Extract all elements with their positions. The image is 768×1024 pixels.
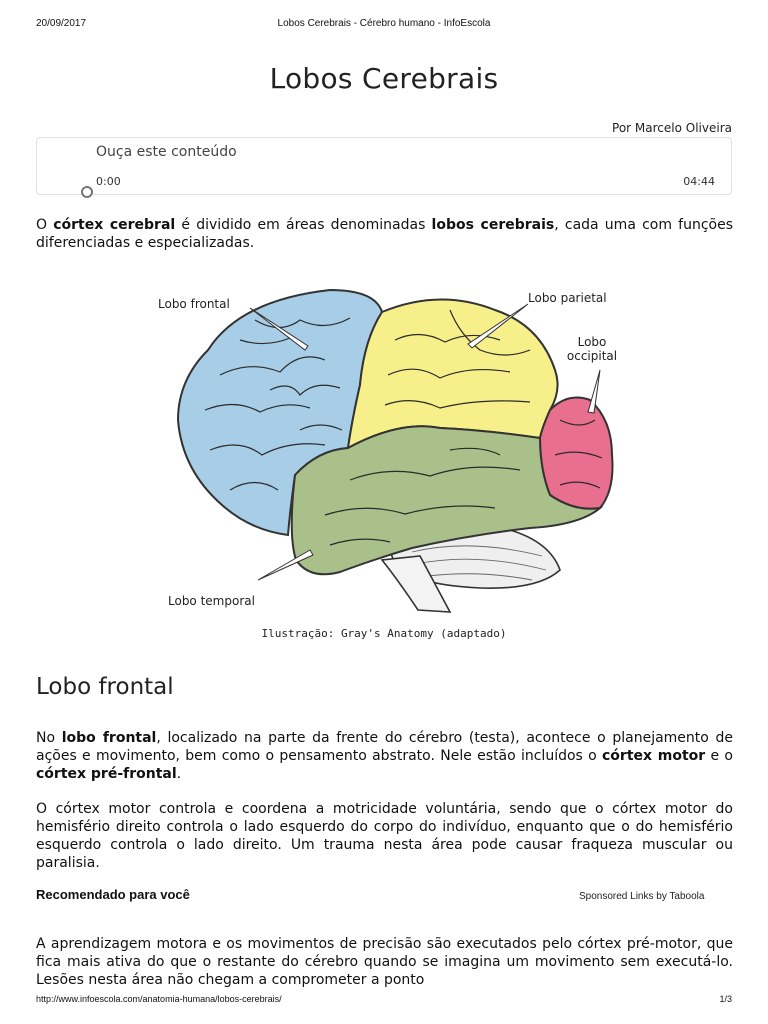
frontal-p1-text-4: . (176, 766, 182, 782)
print-page-title: Lobos Cerebrais - Cérebro humano - InfoE… (277, 18, 491, 29)
frontal-p1-bold-pre-frontal: córtex pré-frontal (36, 766, 177, 782)
frontal-p1-text-3: e o (705, 748, 733, 764)
temporal-lobe (290, 425, 604, 576)
intro-text-3: , cada uma com funções diferenciadas e e… (36, 217, 734, 251)
recommended-title: Recomendado para você (36, 887, 190, 902)
audio-player[interactable]: Ouça este conteúdo 0:00 04:44 (36, 137, 732, 198)
intro-bold-lobos: lobos cerebrais (431, 217, 555, 233)
occipital-lobe (538, 396, 614, 510)
print-date: 20/09/2017 (36, 18, 87, 29)
brain-gyri (204, 309, 603, 546)
frontal-p1-bold-cortex-motor: córtex motor (602, 748, 706, 764)
frontal-p1-text-2: , localizado na parte da frente do céreb… (36, 730, 733, 764)
label-lobo-parietal: Lobo parietal (528, 291, 607, 305)
label-lobo-temporal: Lobo temporal (168, 594, 255, 608)
label-lobo-occipital-line2: occipital (567, 349, 617, 363)
label-pointers (249, 303, 601, 581)
frontal-paragraph-2: O córtex motor controla e coordena a mot… (36, 801, 733, 871)
brain-diagram: Lobo frontal Lobo parietal Lobo occipita… (158, 288, 617, 613)
frontal-p1-bold-lobo-frontal: lobo frontal (61, 730, 157, 746)
intro-text-2: é dividido em áreas denominadas (175, 217, 432, 233)
audio-progress-knob[interactable] (81, 186, 93, 198)
intro-text-1: O (36, 217, 54, 233)
section-title-lobo-frontal: Lobo frontal (36, 674, 174, 700)
article-author[interactable]: Por Marcelo Oliveira (612, 121, 732, 135)
intro-paragraph: O córtex cerebral é dividido em áreas de… (36, 216, 733, 252)
article-title: Lobos Cerebrais (269, 62, 499, 95)
audio-title: Ouça este conteúdo (96, 144, 237, 160)
brain-illustration: Lobo frontal Lobo parietal Lobo occipita… (150, 280, 620, 620)
cerebellum-folds (411, 545, 547, 581)
frontal-paragraph-3: A aprendizagem motora e os movimentos de… (36, 936, 733, 988)
intro-bold-cortex: córtex cerebral (53, 217, 176, 233)
brain-stem (380, 555, 452, 613)
print-page-number: 1/3 (719, 994, 732, 1004)
print-url: http://www.infoescola.com/anatomia-human… (36, 994, 282, 1004)
audio-current-time: 0:00 (96, 175, 121, 188)
audio-duration: 04:44 (683, 175, 715, 188)
sponsored-links[interactable]: Sponsored Links by Taboola (579, 891, 705, 902)
print-footer: http://www.infoescola.com/anatomia-human… (36, 994, 732, 1010)
frontal-p1-text-1: No (36, 730, 62, 746)
label-lobo-occipital-line1: Lobo (578, 335, 607, 349)
print-header: 20/09/2017 Lobos Cerebrais - Cérebro hum… (36, 18, 732, 34)
figure-caption: Ilustração: Gray's Anatomy (adaptado) (261, 627, 507, 640)
frontal-paragraph-1: No lobo frontal, localizado na parte da … (36, 729, 733, 783)
label-lobo-frontal: Lobo frontal (158, 297, 230, 311)
